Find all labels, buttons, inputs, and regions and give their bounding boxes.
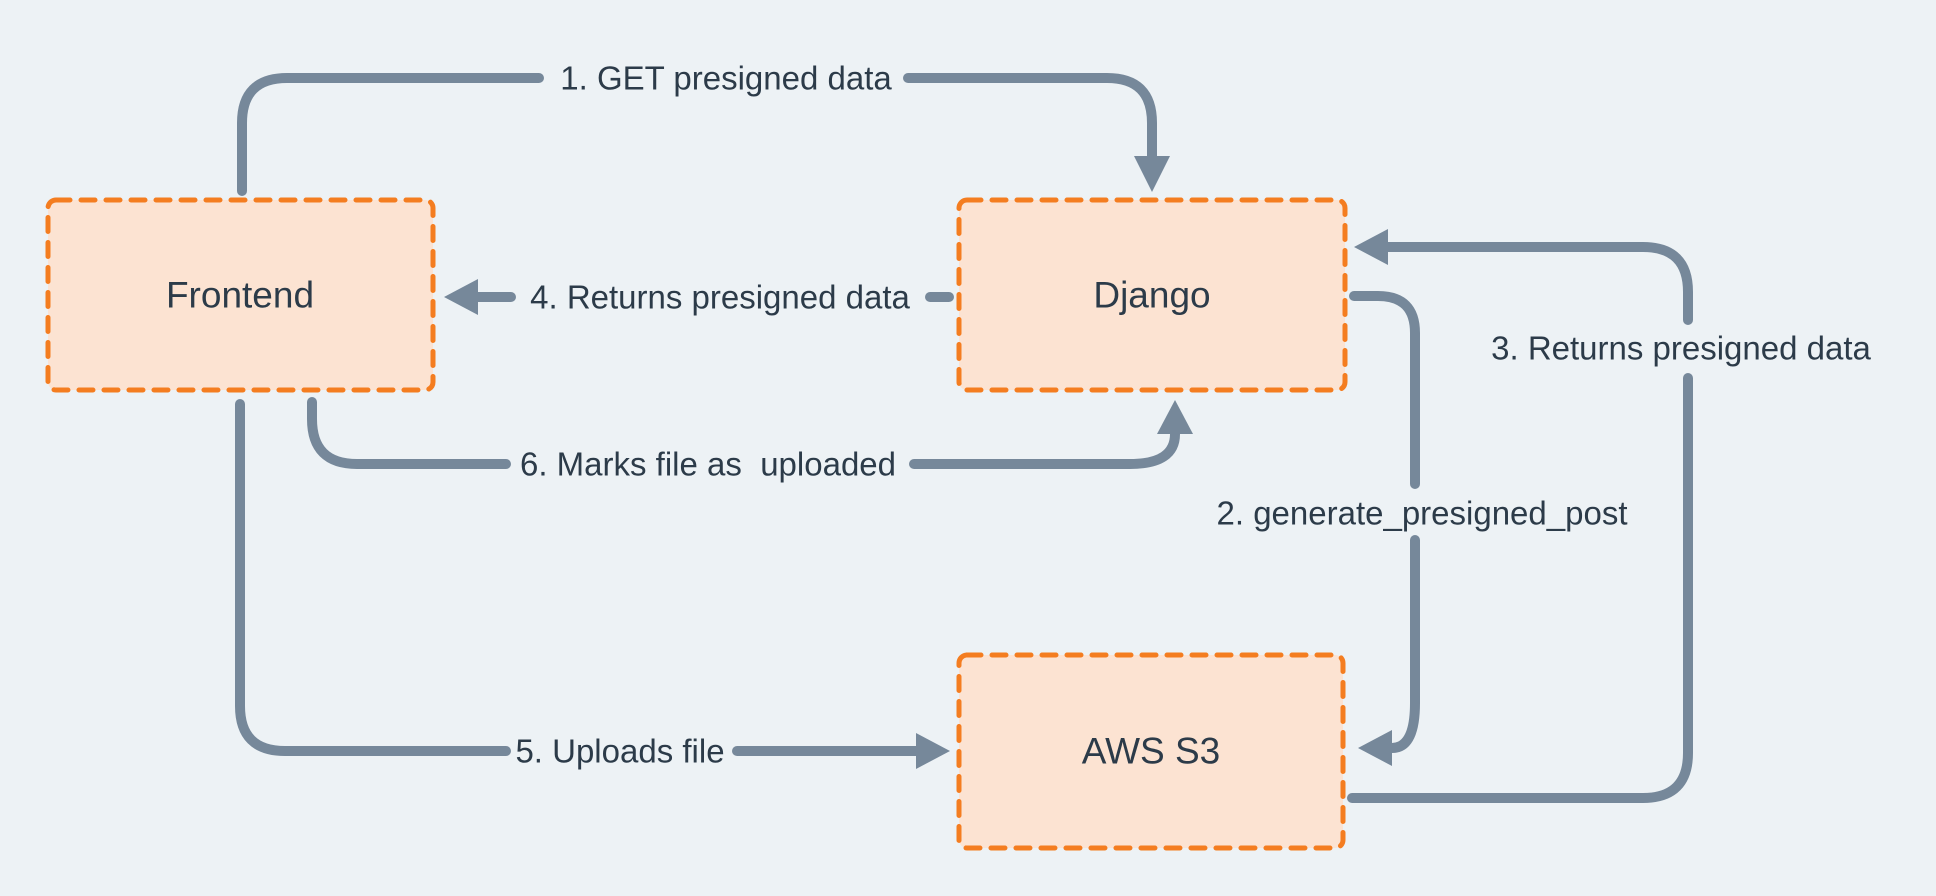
arrow-right-icon [916, 733, 950, 769]
edge-3-segment-top [1383, 242, 1693, 325]
node-aws-s3-label: AWS S3 [1082, 731, 1220, 772]
edge-2-segment-bottom [1387, 535, 1420, 753]
arrow-left-icon [444, 279, 478, 315]
arrow-up-icon [1157, 400, 1193, 434]
arrow-left-icon [1354, 229, 1388, 265]
edge-3-segment-bottom [1347, 373, 1693, 803]
edge-2-segment-top [1349, 291, 1420, 489]
node-frontend-label: Frontend [166, 275, 314, 316]
node-frontend-box [45, 197, 436, 393]
edge-returns-presigned-data-to-django: 3. Returns presigned data [1347, 229, 1872, 803]
node-django-box [956, 197, 1348, 393]
node-aws-s3-box [956, 652, 1346, 851]
edge-label-4: 4. Returns presigned data [530, 279, 910, 316]
edge-6-segment-right [909, 429, 1180, 469]
edge-get-presigned-data: 1. GET presigned data [237, 60, 1170, 196]
edge-label-3: 3. Returns presigned data [1491, 330, 1871, 367]
edge-6-segment-left [307, 397, 511, 469]
edge-uploads-file: 5. Uploads file [235, 399, 950, 770]
arrow-down-icon [1134, 156, 1170, 192]
node-aws-s3: AWS S3 [956, 652, 1346, 851]
node-django: Django [956, 197, 1348, 393]
edge-label-6: 6. Marks file as uploaded [520, 446, 896, 483]
edge-generate-presigned-post: 2. generate_presigned_post [1217, 291, 1628, 766]
edge-5-segment-left [235, 399, 511, 756]
edge-1-segment-right [903, 73, 1157, 161]
edge-1-segment-left [237, 73, 544, 196]
edge-returns-presigned-data-to-frontend: 4. Returns presigned data [444, 279, 954, 316]
edge-label-1: 1. GET presigned data [560, 60, 892, 97]
edge-marks-file-uploaded: 6. Marks file as uploaded [307, 397, 1193, 483]
arrow-left-icon [1358, 730, 1392, 766]
node-frontend: Frontend [45, 197, 436, 393]
edge-label-5: 5. Uploads file [515, 733, 724, 770]
edge-label-2: 2. generate_presigned_post [1217, 495, 1628, 532]
node-django-label: Django [1093, 275, 1210, 316]
